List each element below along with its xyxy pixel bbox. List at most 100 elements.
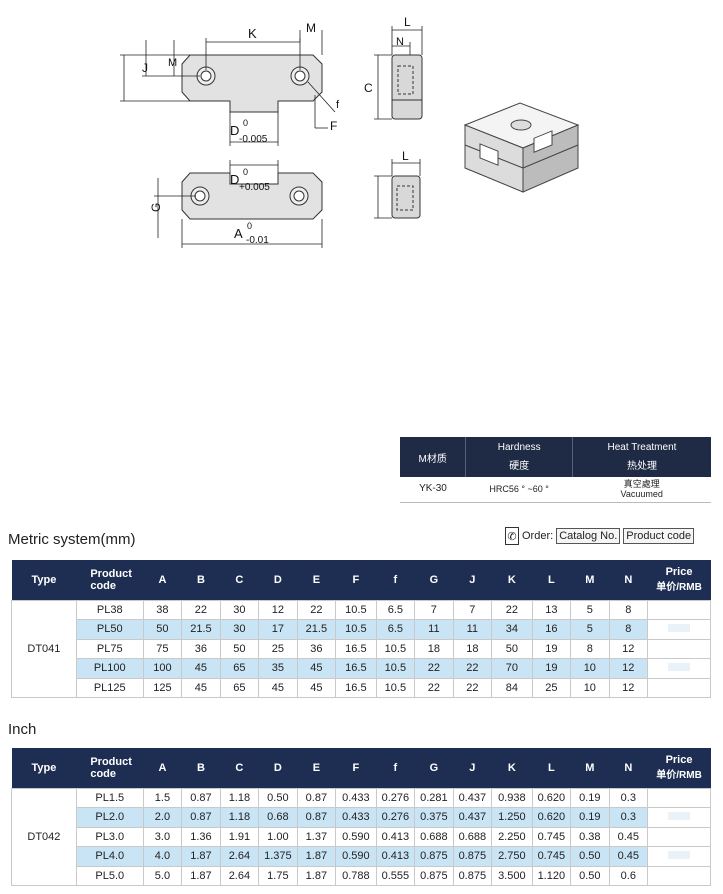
dim-d-bottom: D	[230, 172, 239, 187]
table-cell: 30	[219, 619, 260, 640]
table-cell: PL50	[75, 619, 144, 640]
table-cell: 0.433	[335, 807, 377, 828]
metric-title: Metric system(mm)	[8, 531, 136, 548]
column-header-j: J	[453, 560, 492, 600]
table-cell: 0.688	[414, 826, 454, 847]
column-header-f: f	[376, 748, 415, 788]
table-cell: 12	[608, 638, 649, 659]
table-cell: 22	[491, 599, 533, 620]
table-cell: 45	[258, 677, 298, 698]
svg-text:0: 0	[247, 221, 252, 231]
table-cell: 0.875	[452, 865, 493, 886]
table-cell: 0.590	[335, 826, 377, 847]
table-cell: 0.688	[452, 826, 493, 847]
svg-text:-0.005: -0.005	[239, 134, 268, 145]
column-header-g: G	[414, 560, 454, 600]
table-cell: 0.276	[375, 787, 416, 808]
table-cell: PL125	[75, 677, 144, 698]
table-cell: 0.413	[375, 846, 416, 867]
table-cell: 0.590	[335, 846, 377, 867]
table-cell: 22	[181, 599, 221, 620]
table-cell: 65	[219, 677, 260, 698]
table-cell: 25	[531, 677, 572, 698]
price-cell	[647, 599, 711, 620]
dim-d-top: D	[230, 123, 239, 138]
table-cell: 0.45	[608, 846, 649, 867]
table-cell: 30	[219, 599, 260, 620]
table-cell: 45	[296, 677, 337, 698]
dim-a: A	[234, 226, 243, 241]
order-label: Order:	[522, 530, 554, 542]
table-cell: 34	[491, 619, 533, 640]
table-cell: 45	[296, 658, 337, 679]
table-cell: 0.745	[531, 826, 572, 847]
price-cell	[647, 619, 711, 640]
table-cell: PL3.0	[75, 826, 144, 847]
table-cell: 22	[414, 658, 454, 679]
column-header-c: C	[220, 560, 259, 600]
table-cell: 0.87	[296, 787, 337, 808]
product-code-box: Product code	[623, 528, 695, 544]
price-cell	[647, 658, 711, 679]
dim-k: K	[248, 26, 257, 41]
svg-text:G: G	[149, 203, 163, 212]
price-cell	[647, 677, 711, 698]
bottom-part-drawing	[181, 172, 323, 220]
column-header-e: E	[297, 560, 336, 600]
table-cell: 11	[414, 619, 454, 640]
table-cell: 7	[452, 599, 493, 620]
table-cell: 18	[452, 638, 493, 659]
table-cell: 2.64	[219, 846, 260, 867]
table-cell: 1.18	[219, 787, 260, 808]
column-header-g: G	[414, 748, 454, 788]
table-cell: 17	[258, 619, 298, 640]
side-view-top	[391, 54, 423, 120]
table-cell: 36	[181, 638, 221, 659]
table-cell: PL100	[75, 658, 144, 679]
column-header-b: B	[181, 560, 221, 600]
table-cell: 22	[296, 599, 337, 620]
catalog-no-box: Catalog No.	[556, 528, 621, 544]
price-cell	[647, 865, 711, 886]
table-cell: 0.620	[531, 807, 572, 828]
dim-m: M	[306, 21, 316, 35]
hardness-value: HRC56 ° ~60 °	[465, 477, 573, 503]
table-cell: 10.5	[335, 599, 377, 620]
table-cell: 0.87	[296, 807, 337, 828]
table-cell: 1.87	[296, 846, 337, 867]
svg-text:0: 0	[243, 118, 248, 128]
column-header-d: D	[258, 560, 298, 600]
table-cell: 25	[258, 638, 298, 659]
column-header-m: M	[570, 748, 610, 788]
material-header-heat: Heat Treatment 热处理	[571, 437, 711, 477]
table-cell: 5.0	[142, 865, 183, 886]
column-header-type: Type	[11, 560, 77, 600]
table-cell: 0.437	[452, 787, 493, 808]
table-cell: 0.50	[570, 846, 610, 867]
dim-f-small: f	[336, 99, 340, 111]
table-cell: 1.18	[219, 807, 260, 828]
table-cell: 0.38	[570, 826, 610, 847]
table-cell: 7	[414, 599, 454, 620]
table-cell: 0.375	[414, 807, 454, 828]
table-cell: 0.87	[181, 787, 221, 808]
table-cell: 1.120	[531, 865, 572, 886]
table-cell: 16.5	[335, 638, 377, 659]
table-cell: 45	[181, 677, 221, 698]
type-cell: DT042	[11, 787, 77, 886]
table-cell: 2.250	[491, 826, 533, 847]
table-cell: 1.36	[181, 826, 221, 847]
column-header-type: Type	[11, 748, 77, 788]
table-cell: 2.64	[219, 865, 260, 886]
price-cell	[647, 826, 711, 847]
table-cell: 8	[608, 599, 649, 620]
table-cell: PL5.0	[75, 865, 144, 886]
table-cell: 0.6	[608, 865, 649, 886]
svg-text:0: 0	[243, 167, 248, 177]
